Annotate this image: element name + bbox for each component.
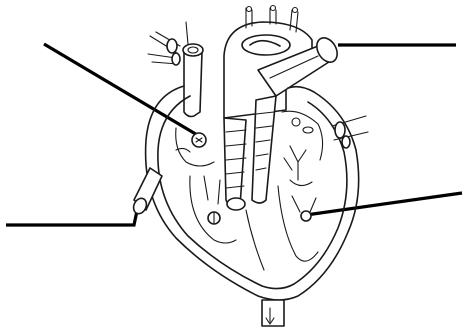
right-atrium (176, 128, 214, 166)
descending-aorta (262, 300, 284, 326)
left-ventricle (278, 180, 318, 261)
left-atrium (282, 111, 323, 180)
septum (224, 96, 276, 270)
leader-line-bottom-left (6, 206, 138, 225)
leader-line-bottom-right (306, 193, 462, 215)
mitral-valve (301, 211, 311, 221)
superior-vena-cava (148, 22, 203, 117)
